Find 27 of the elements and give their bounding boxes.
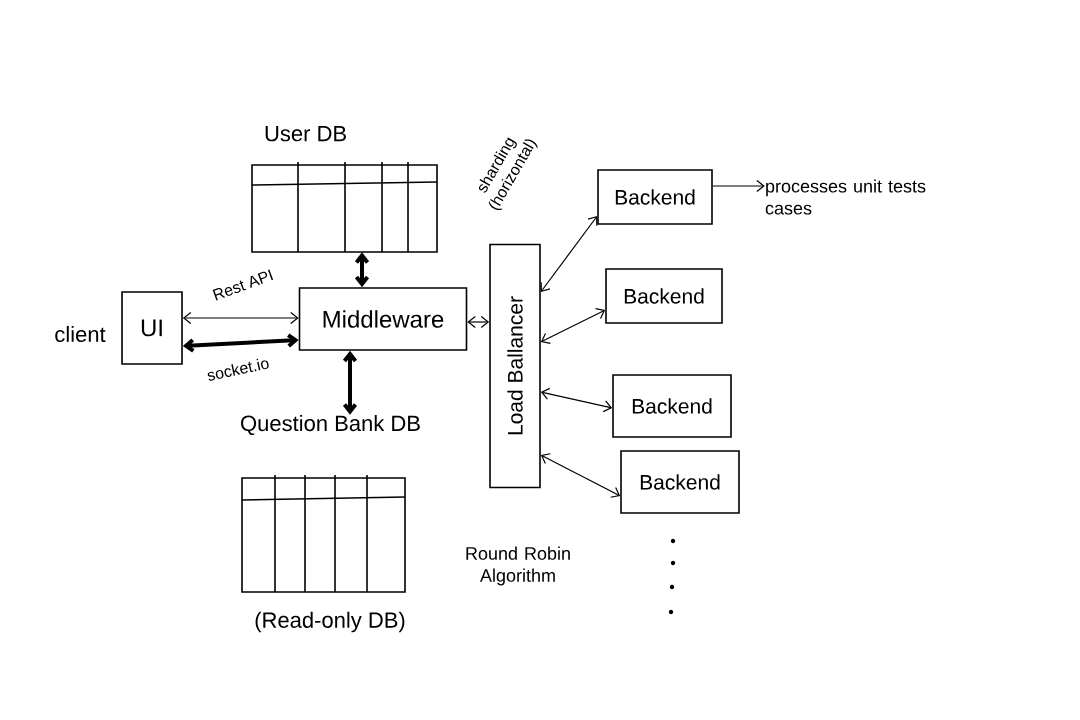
process-box: Middleware [298,287,468,351]
note-text: Round Robin Algorithm [466,546,570,586]
double-arrow [540,216,598,292]
process-box: Load Ballancer [489,243,541,489]
double-arrow [342,350,358,415]
double-arrow [182,333,299,353]
process-box: Backend [605,268,723,324]
database-table: User DB [251,126,438,253]
double-arrow [182,311,299,325]
side-label: client [55,325,106,343]
double-arrow [540,453,621,498]
process-box: Backend [620,450,740,514]
node-label: Question Bank DB [241,414,420,436]
note-text: processes unit tests cases [765,179,926,215]
double-arrow [467,315,490,329]
edge-label: socket.io [204,355,272,383]
process-box: UI [121,291,183,365]
edge-label: Rest API [210,267,276,303]
double-arrow [354,252,370,288]
arrow [712,179,765,193]
process-box: Backend [612,374,732,438]
side-label: (Read-only DB) [255,611,405,633]
process-box: Backend [597,169,713,225]
double-arrow [540,308,606,344]
node-label: User DB [265,126,346,142]
double-arrow [540,387,613,413]
database-table: Question Bank DB [241,415,420,593]
